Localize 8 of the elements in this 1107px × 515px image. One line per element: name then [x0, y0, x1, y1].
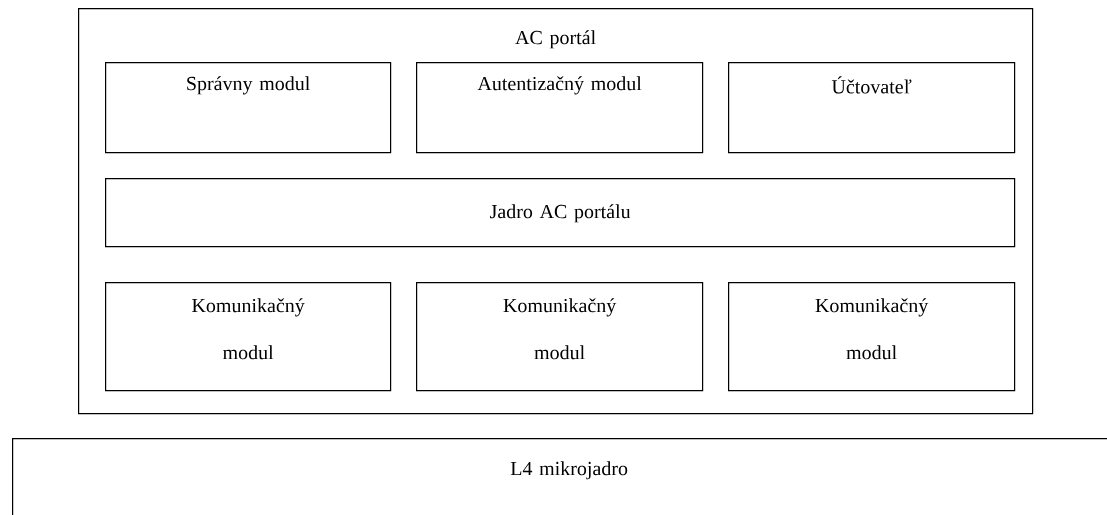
module-box: Komunikačný modul [728, 282, 1016, 392]
kernel-box: L4 mikrojadro [12, 438, 1107, 515]
module-box: Autentizačný modul [416, 62, 704, 154]
module-box: Komunikačný modul [416, 282, 704, 392]
module-box: Správny modul [105, 62, 392, 154]
core-box: Jadro AC portálu [105, 178, 1016, 248]
module-box: Účtovateľ [728, 62, 1016, 154]
module-box: Komunikačný modul [105, 282, 392, 392]
